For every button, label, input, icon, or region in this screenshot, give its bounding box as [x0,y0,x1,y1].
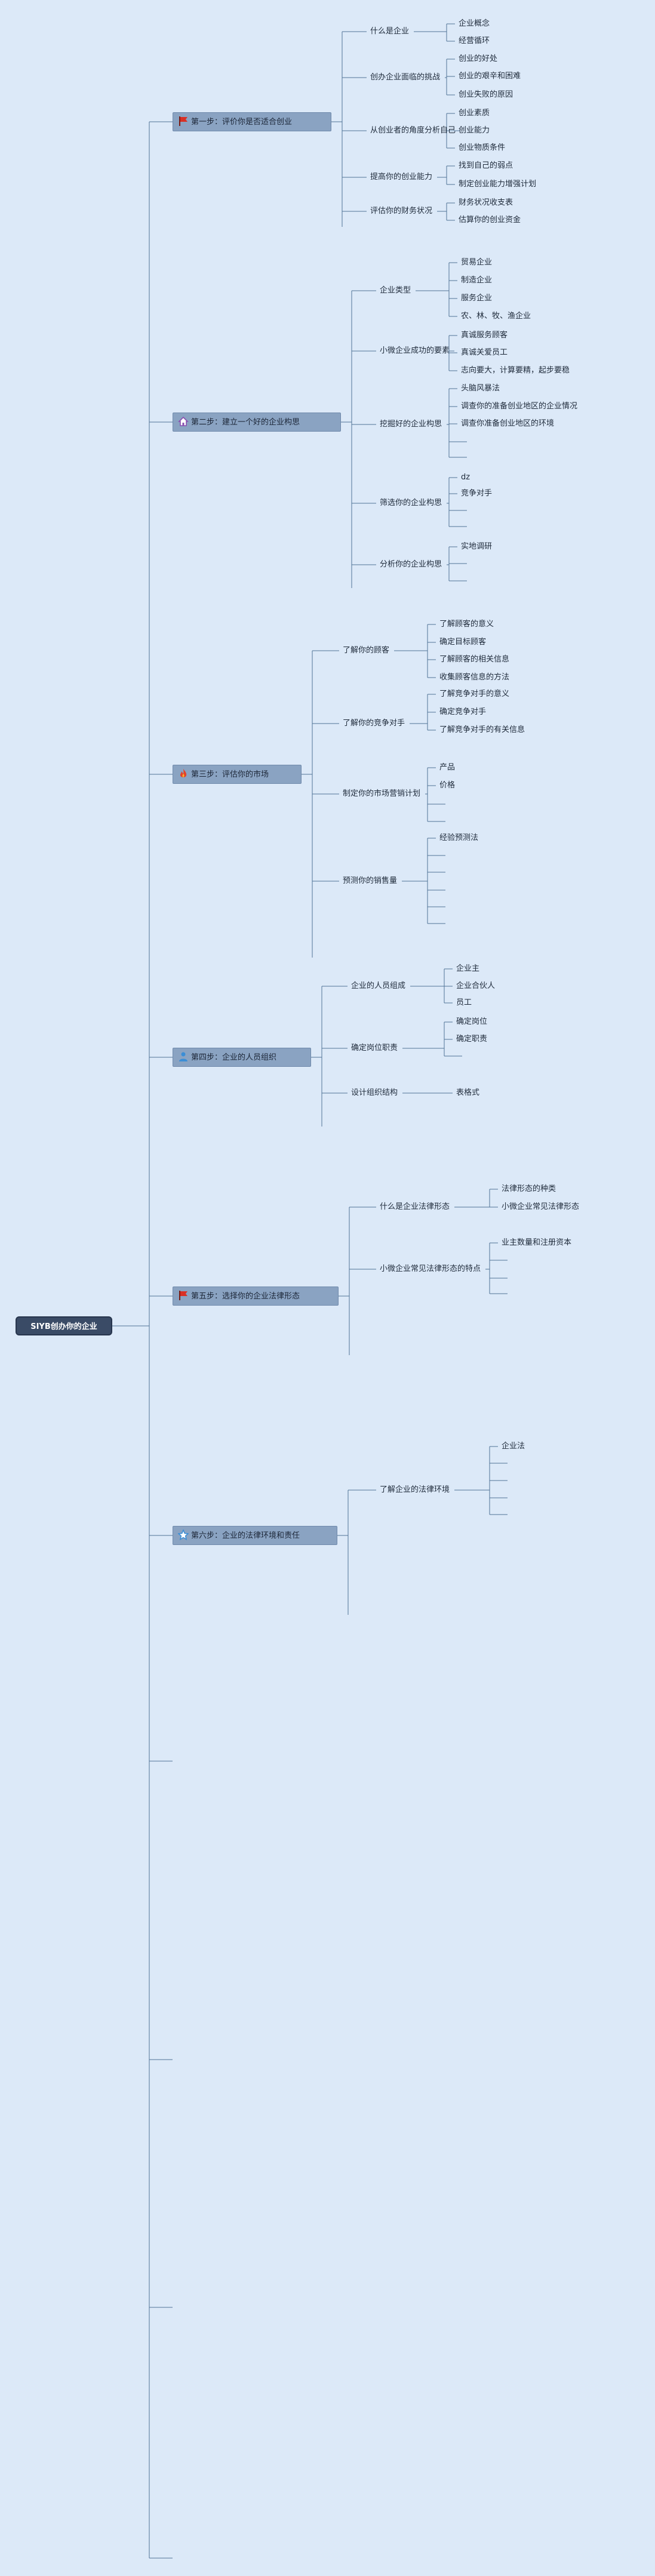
subtopic-1-4[interactable]: 提高你的创业能力 [370,173,433,181]
leaf-1-4-1[interactable]: 找到自己的弱点 [459,161,513,170]
subtopic-3-2[interactable]: 了解你的竞争对手 [343,719,405,728]
step-2-label: 第二步：建立一个好的企业构思 [191,418,300,427]
leaf-1-3-2[interactable]: 创业能力 [459,126,490,135]
flag-icon [178,1289,189,1300]
leaf-4-1-1[interactable]: 企业主 [456,964,480,973]
leaf-5-2-1[interactable]: 业主数量和注册资本 [502,1238,572,1247]
subtopic-4-3[interactable]: 设计组织结构 [351,1088,398,1097]
leaf-1-1-1[interactable]: 企业概念 [459,19,490,28]
leaf-2-3-1[interactable]: 头脑风暴法 [461,384,500,393]
leaf-3-1-4[interactable]: 收集顾客信息的方法 [439,673,510,682]
step-5-label: 第五步：选择你的企业法律形态 [191,1292,300,1301]
step-3-topic[interactable]: 第三步：评估你的市场 [173,765,302,784]
leaf-3-1-1[interactable]: 了解顾客的意义 [439,620,494,629]
subtopic-2-4[interactable]: 筛选你的企业构思 [380,498,442,507]
step-4-topic[interactable]: 第四步：企业的人员组织 [173,1048,311,1067]
subtopic-2-2[interactable]: 小微企业成功的要素 [380,346,450,355]
leaf-2-4-1[interactable]: dz [461,473,471,482]
leaf-4-1-3[interactable]: 员工 [456,998,472,1007]
subtopic-6-1[interactable]: 了解企业的法律环境 [380,1485,450,1494]
leaf-2-2-1[interactable]: 真诚服务顾客 [461,331,508,340]
leaf-5-1-2[interactable]: 小微企业常见法律形态 [502,1202,580,1211]
leaf-2-4-2[interactable]: 竞争对手 [461,489,493,498]
subtopic-2-5[interactable]: 分析你的企业构思 [380,560,442,569]
leaf-5-1-1[interactable]: 法律形态的种类 [502,1184,556,1193]
leaf-1-1-2[interactable]: 经营循环 [459,36,490,45]
leaf-1-3-1[interactable]: 创业素质 [459,109,490,118]
leaf-2-3-2[interactable]: 调查你的准备创业地区的企业情况 [461,402,578,411]
person-icon [178,1051,189,1061]
fire-icon [178,768,189,778]
leaf-1-2-1[interactable]: 创业的好处 [459,54,498,63]
leaf-1-3-3[interactable]: 创业物质条件 [459,143,506,152]
subtopic-5-1[interactable]: 什么是企业法律形态 [380,1202,450,1211]
leaf-3-1-2[interactable]: 确定目标顾客 [439,638,487,647]
subtopic-3-4[interactable]: 预测你的销售量 [343,876,398,885]
step-1-label: 第一步：评价你是否适合创业 [191,118,293,127]
step-2-topic[interactable]: 第二步：建立一个好的企业构思 [173,413,341,432]
leaf-1-2-3[interactable]: 创业失败的原因 [459,90,513,99]
leaf-2-2-2[interactable]: 真诚关爱员工 [461,348,508,357]
subtopic-4-1[interactable]: 企业的人员组成 [351,981,406,990]
leaf-2-1-2[interactable]: 制造企业 [461,276,493,285]
step-5-topic[interactable]: 第五步：选择你的企业法律形态 [173,1287,339,1306]
leaf-2-3-3[interactable]: 调查你准备创业地区的环境 [461,419,555,428]
leaf-1-2-2[interactable]: 创业的艰辛和困难 [459,72,521,81]
step-3-label: 第三步：评估你的市场 [191,770,269,779]
subtopic-1-1[interactable]: 什么是企业 [370,27,410,36]
leaf-3-2-2[interactable]: 确定竞争对手 [439,707,487,716]
leaf-2-1-1[interactable]: 贸易企业 [461,258,493,267]
leaf-3-2-1[interactable]: 了解竞争对手的意义 [439,690,510,698]
subtopic-3-1[interactable]: 了解你的顾客 [343,646,390,655]
home-icon [178,416,189,426]
star-icon [177,1528,189,1541]
leaf-2-1-4[interactable]: 农、林、牧、渔企业 [461,312,531,321]
leaf-3-1-3[interactable]: 了解顾客的相关信息 [439,655,510,664]
leaf-4-3-1[interactable]: 表格式 [456,1088,480,1097]
subtopic-5-2[interactable]: 小微企业常见法律形态的特点 [380,1264,481,1273]
subtopic-3-3[interactable]: 制定你的市场营销计划 [343,789,421,798]
leaf-4-2-2[interactable]: 确定职责 [456,1035,488,1044]
leaf-1-4-2[interactable]: 制定创业能力增强计划 [459,180,537,189]
leaf-1-5-2[interactable]: 估算你的创业资金 [459,216,521,224]
leaf-3-2-3[interactable]: 了解竞争对手的有关信息 [439,725,525,734]
leaf-2-5-1[interactable]: 实地调研 [461,542,493,551]
step-1-topic[interactable]: 第一步：评价你是否适合创业 [173,112,331,131]
leaf-2-1-3[interactable]: 服务企业 [461,294,493,303]
subtopic-2-3[interactable]: 挖掘好的企业构思 [380,420,442,429]
subtopic-2-1[interactable]: 企业类型 [380,286,411,295]
step-4-label: 第四步：企业的人员组织 [191,1053,277,1062]
leaf-4-2-1[interactable]: 确定岗位 [456,1017,488,1026]
step-6-label: 第六步：企业的法律环境和责任 [191,1531,300,1540]
subtopic-4-2[interactable]: 确定岗位职责 [351,1044,398,1052]
subtopic-1-3[interactable]: 从创业者的角度分析自己 [370,126,456,135]
leaf-6-1-1[interactable]: 企业法 [502,1442,525,1451]
subtopic-1-5[interactable]: 评估你的财务状况 [370,207,433,216]
leaf-4-1-2[interactable]: 企业合伙人 [456,981,496,990]
leaf-3-3-1[interactable]: 产品 [439,763,456,772]
root-topic[interactable]: SIYB创办你的企业 [16,1316,112,1335]
leaf-1-5-1[interactable]: 财务状况收支表 [459,198,513,207]
leaf-2-2-3[interactable]: 志向要大，计算要精，起步要稳 [461,366,570,375]
leaf-3-4-1[interactable]: 经验预测法 [439,833,479,842]
leaf-3-3-2[interactable]: 价格 [439,781,456,790]
step-6-topic[interactable]: 第六步：企业的法律环境和责任 [173,1526,337,1545]
flag-icon [178,115,189,126]
subtopic-1-2[interactable]: 创办企业面临的挑战 [370,73,441,82]
